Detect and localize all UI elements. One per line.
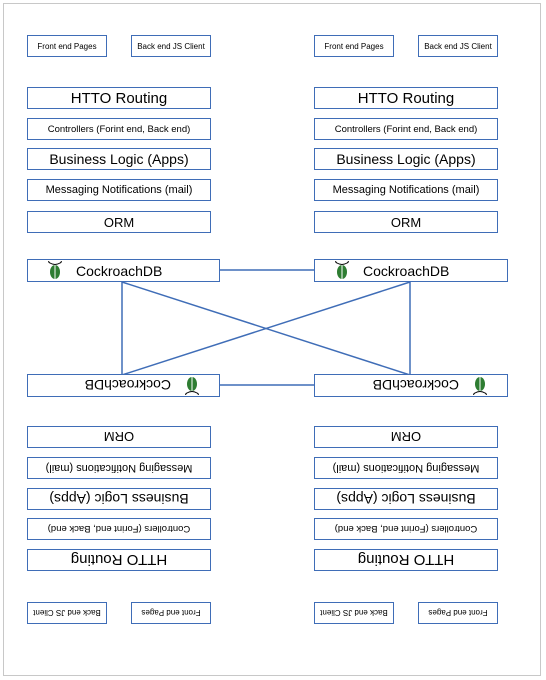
database-label: CockroachDB [84,377,171,394]
front-end-pages-label: Front end Pages [428,608,488,618]
orm-label: ORM [103,214,135,230]
front-end-pages-box: Front end Pages [418,602,498,624]
business-logic-box: Business Logic (Apps) [27,148,211,170]
orm-box: ORM [314,426,498,448]
back-end-js-client-box: Back end JS Client [418,35,498,57]
back-end-js-client-box: Back end JS Client [27,602,107,624]
cockroach-db-icon [335,260,349,279]
controllers-label: Controllers (Forint end, Back end) [47,123,191,135]
http-routing-box: HTTO Routing [27,549,211,571]
business-logic-box: Business Logic (Apps) [27,488,211,510]
database-label: CockroachDB [372,377,459,394]
http-routing-box: HTTO Routing [314,87,498,109]
back-end-js-client-label: Back end JS Client [137,41,205,51]
cockroach-db-icon [185,377,199,396]
controllers-label: Controllers (Forint end, Back end) [334,523,478,535]
front-end-pages-label: Front end Pages [324,41,384,51]
cockroach-db-icon [473,377,487,396]
orm-box: ORM [27,211,211,233]
business-logic-box: Business Logic (Apps) [314,148,498,170]
http-routing-label: HTTO Routing [70,89,168,107]
messaging-label: Messaging Notifications (mail) [332,184,480,196]
controllers-box: Controllers (Forint end, Back end) [314,118,498,140]
messaging-label: Messaging Notifications (mail) [45,462,193,474]
front-end-pages-box: Front end Pages [131,602,211,624]
business-logic-label: Business Logic (Apps) [336,491,476,507]
http-routing-label: HTTO Routing [357,89,455,107]
back-end-js-client-label: Back end JS Client [424,41,492,51]
controllers-box: Controllers (Forint end, Back end) [27,118,211,140]
messaging-box: Messaging Notifications (mail) [314,457,498,479]
messaging-box: Messaging Notifications (mail) [27,179,211,201]
database-box-top-left: CockroachDB [27,259,220,282]
database-label: CockroachDB [76,262,163,279]
messaging-box: Messaging Notifications (mail) [27,457,211,479]
database-box-bottom-left: CockroachDB [27,374,220,397]
database-box-top-right: CockroachDB [314,259,508,282]
business-logic-label: Business Logic (Apps) [49,151,189,167]
page-border [3,3,541,676]
cockroach-db-icon [48,260,62,279]
business-logic-box: Business Logic (Apps) [314,488,498,510]
orm-box: ORM [314,211,498,233]
controllers-box: Controllers (Forint end, Back end) [27,518,211,540]
controllers-label: Controllers (Forint end, Back end) [47,523,191,535]
http-routing-label: HTTO Routing [357,551,455,569]
back-end-js-client-label: Back end JS Client [320,608,388,618]
front-end-pages-box: Front end Pages [314,35,394,57]
controllers-label: Controllers (Forint end, Back end) [334,123,478,135]
orm-label: ORM [390,214,422,230]
business-logic-label: Business Logic (Apps) [49,491,189,507]
orm-box: ORM [27,426,211,448]
front-end-pages-box: Front end Pages [27,35,107,57]
controllers-box: Controllers (Forint end, Back end) [314,518,498,540]
front-end-pages-label: Front end Pages [37,41,97,51]
messaging-label: Messaging Notifications (mail) [332,462,480,474]
front-end-pages-label: Front end Pages [141,608,201,618]
messaging-label: Messaging Notifications (mail) [45,184,193,196]
orm-label: ORM [390,429,422,445]
http-routing-box: HTTO Routing [314,549,498,571]
database-box-bottom-right: CockroachDB [314,374,508,397]
orm-label: ORM [103,429,135,445]
http-routing-label: HTTO Routing [70,551,168,569]
back-end-js-client-box: Back end JS Client [131,35,211,57]
connector-diagonal-up [121,281,411,376]
messaging-box: Messaging Notifications (mail) [314,179,498,201]
database-label: CockroachDB [363,262,450,279]
http-routing-box: HTTO Routing [27,87,211,109]
back-end-js-client-box: Back end JS Client [314,602,394,624]
business-logic-label: Business Logic (Apps) [336,151,476,167]
back-end-js-client-label: Back end JS Client [33,608,101,618]
